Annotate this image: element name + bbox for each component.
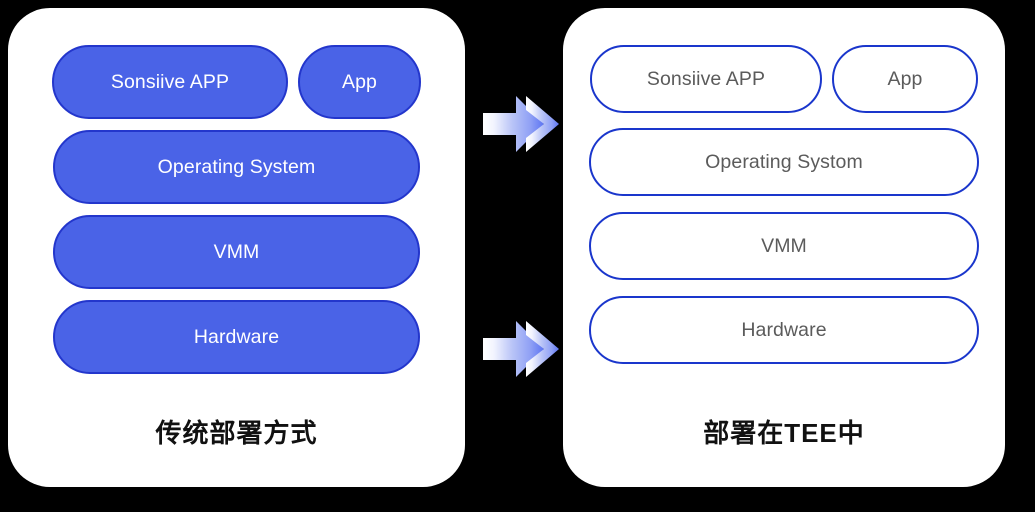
layer-stack-tee: Sonsiive APP App Operating Systom VMM Ha… — [563, 45, 1005, 380]
layer-row-operating-system: Operating System — [8, 130, 465, 204]
layer-pill-app[interactable]: App — [832, 45, 978, 113]
panel-caption-tee: 部署在TEE中 — [703, 418, 865, 448]
layer-pill-operating-system[interactable]: Operating Systom — [589, 128, 979, 196]
layer-row-apps: Sonsiive APP App — [8, 45, 465, 119]
layer-pill-sonsiive-app[interactable]: Sonsiive APP — [590, 45, 822, 113]
layer-pill-hardware[interactable]: Hardware — [53, 300, 420, 374]
layer-row-operating-system: Operating Systom — [563, 128, 1005, 196]
panel-tee-deployment: Sonsiive APP App Operating Systom VMM Ha… — [563, 8, 1005, 487]
layer-row-hardware: Hardware — [563, 296, 1005, 364]
panel-caption-traditional: 传统部署方式 — [155, 418, 318, 448]
layer-pill-operating-system[interactable]: Operating System — [53, 130, 420, 204]
layer-row-hardware: Hardware — [8, 300, 465, 374]
layer-row-vmm: VMM — [563, 212, 1005, 280]
layer-row-apps: Sonsiive APP App — [563, 45, 1005, 113]
layer-pill-vmm[interactable]: VMM — [53, 215, 420, 289]
layer-pill-sonsiive-app[interactable]: Sonsiive APP — [52, 45, 288, 119]
transition-arrow-bottom — [482, 315, 560, 383]
panel-traditional-deployment: Sonsiive APP App Operating System VMM Ha… — [8, 8, 465, 487]
transition-arrow-top — [482, 90, 560, 158]
double-chevron-arrow-icon — [483, 321, 559, 377]
layer-pill-vmm[interactable]: VMM — [589, 212, 979, 280]
layer-row-vmm: VMM — [8, 215, 465, 289]
layer-pill-hardware[interactable]: Hardware — [589, 296, 979, 364]
layer-stack-traditional: Sonsiive APP App Operating System VMM Ha… — [8, 45, 465, 385]
double-chevron-arrow-icon — [483, 96, 559, 152]
layer-pill-app[interactable]: App — [298, 45, 421, 119]
